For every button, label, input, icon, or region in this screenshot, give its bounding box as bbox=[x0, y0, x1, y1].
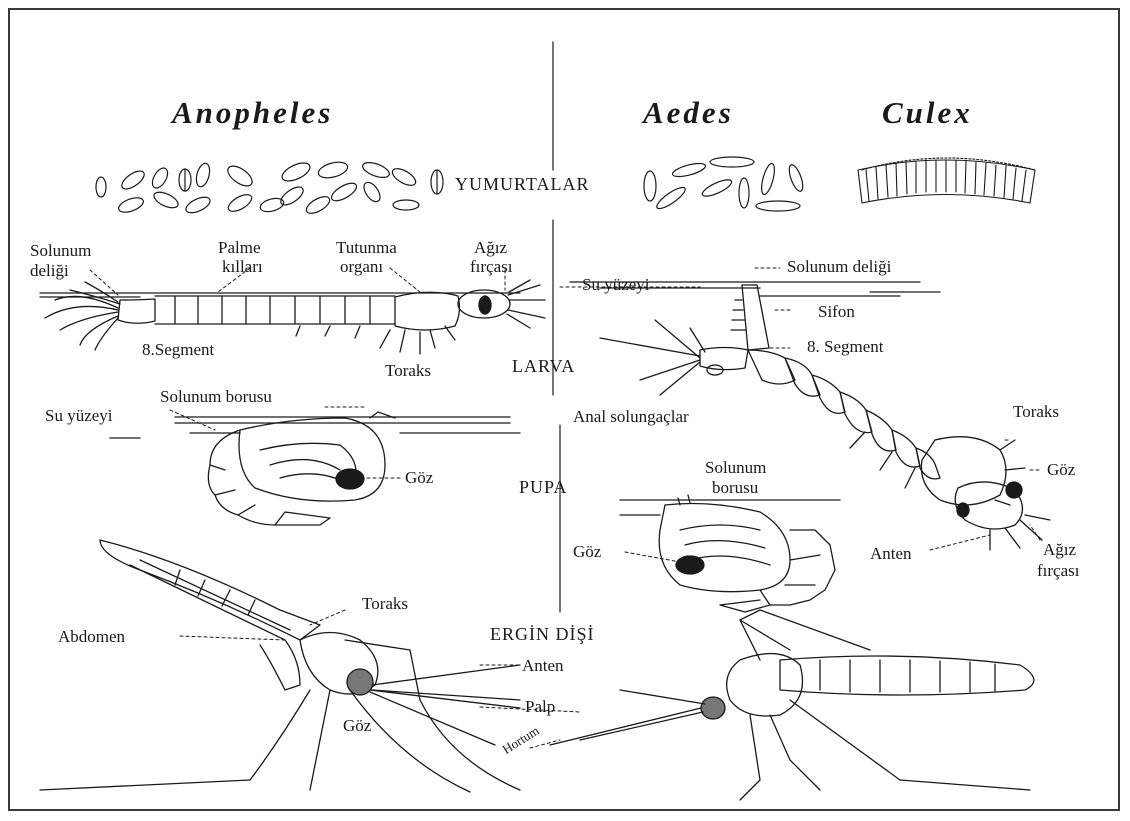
label-agiz-top-1: Ağız bbox=[474, 239, 507, 258]
leader-lines bbox=[90, 268, 1040, 748]
label-solunum-deligi-right: Solunum deliği bbox=[787, 258, 891, 277]
culex-adult bbox=[550, 610, 1034, 800]
anopheles-pupa bbox=[110, 412, 520, 525]
label-agiz-right-2: fırçası bbox=[1037, 562, 1079, 581]
label-solunum-borusu-right-2: borusu bbox=[712, 479, 758, 498]
label-goz-pupa-left: Göz bbox=[405, 469, 433, 488]
culex-pupa bbox=[620, 495, 840, 612]
label-goz-pupa-right: Göz bbox=[573, 543, 601, 562]
stage-label-adult: ERGİN DİŞİ bbox=[490, 624, 595, 645]
genus-title-culex: Culex bbox=[882, 95, 973, 131]
label-agiz-top-2: fırçası bbox=[470, 258, 512, 277]
label-toraks-larva-right: Toraks bbox=[1013, 403, 1059, 422]
label-palme-1: Palme bbox=[218, 239, 261, 258]
label-su-yuzeyi-left: Su yüzeyi bbox=[45, 407, 113, 426]
label-solunum-deligi-left-2: deliği bbox=[30, 262, 69, 281]
label-goz-larva-right: Göz bbox=[1047, 461, 1075, 480]
label-anten-adult: Anten bbox=[522, 657, 564, 676]
anopheles-eggs bbox=[96, 159, 443, 216]
genus-title-aedes: Aedes bbox=[643, 95, 734, 131]
label-sifon: Sifon bbox=[818, 303, 855, 322]
center-divider bbox=[553, 42, 560, 612]
label-solunum-borusu-left: Solunum borusu bbox=[160, 388, 272, 407]
label-su-yuzeyi-right: Su yüzeyi bbox=[582, 276, 650, 295]
label-anten-larva-right: Anten bbox=[870, 545, 912, 564]
label-agiz-right-1: Ağız bbox=[1043, 541, 1076, 560]
label-tutunma-2: organı bbox=[340, 258, 383, 277]
anopheles-larva bbox=[40, 280, 545, 354]
label-goz-adult: Göz bbox=[343, 717, 371, 736]
stage-label-larva: LARVA bbox=[512, 356, 575, 377]
stage-label-eggs: YUMURTALAR bbox=[455, 174, 589, 195]
label-palp: Palp bbox=[525, 698, 555, 717]
label-solunum-borusu-right-1: Solunum bbox=[705, 459, 766, 478]
stage-label-pupa: PUPA bbox=[519, 477, 567, 498]
label-palme-2: kılları bbox=[222, 258, 263, 277]
label-8-segment-right: 8. Segment bbox=[807, 338, 884, 357]
genus-title-anopheles: Anopheles bbox=[172, 95, 333, 131]
label-solunum-deligi-left-1: Solunum bbox=[30, 242, 91, 261]
aedes-eggs bbox=[644, 157, 805, 212]
label-tutunma-1: Tutunma bbox=[336, 239, 397, 258]
label-toraks-larva-left: Toraks bbox=[385, 362, 431, 381]
label-toraks-adult: Toraks bbox=[362, 595, 408, 614]
label-anal-solungaclar: Anal solungaçlar bbox=[573, 408, 689, 427]
label-abdomen: Abdomen bbox=[58, 628, 125, 647]
label-8-segment-left: 8.Segment bbox=[142, 341, 214, 360]
anopheles-adult bbox=[40, 540, 520, 792]
culex-egg-raft bbox=[858, 158, 1035, 203]
